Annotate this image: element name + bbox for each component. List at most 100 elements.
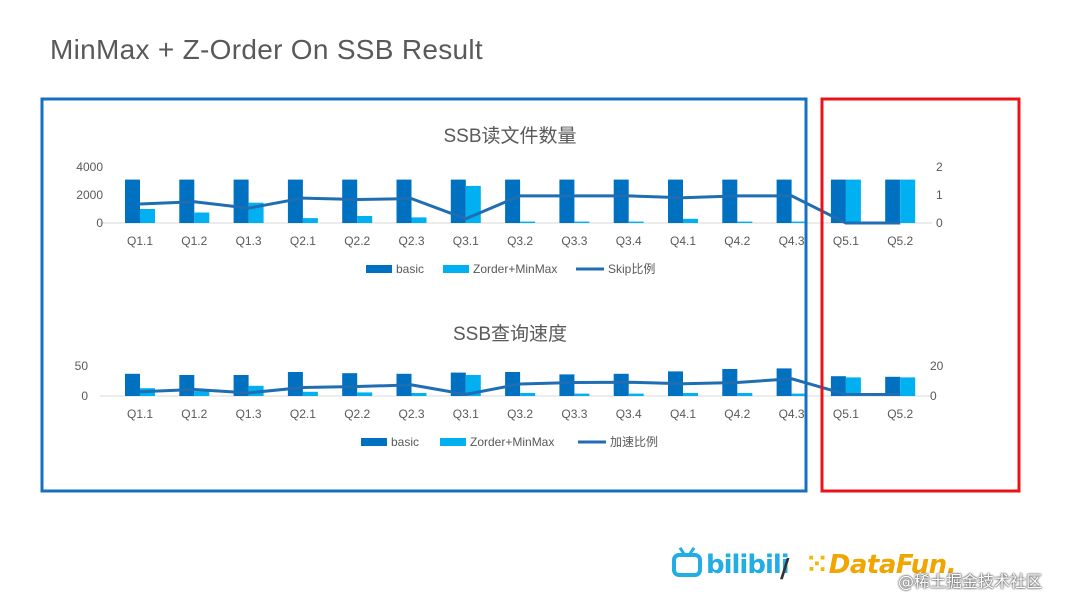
chart2-bar-zorder-minmax [900, 377, 916, 396]
chart1-bar-zorder-minmax [845, 179, 861, 223]
chart1-bar-zorder-minmax [520, 221, 536, 223]
chart2-bar-zorder-minmax [628, 393, 644, 396]
chart2-category-label: Q3.3 [561, 407, 587, 421]
chart2-bar-zorder-minmax [411, 393, 427, 396]
chart2-bar-zorder-minmax [737, 393, 753, 396]
chart1-bar-zorder-minmax [194, 212, 210, 223]
chart1-bar-basic [450, 179, 466, 223]
chart1-category-label: Q4.1 [670, 234, 696, 248]
chart2-y-left-tick: 0 [81, 389, 88, 403]
chart1-legend-swatch-basic [366, 265, 392, 273]
chart2-bar-zorder-minmax [194, 391, 210, 396]
chart1-category-label: Q4.3 [779, 234, 805, 248]
chart1-category-label: Q3.1 [453, 234, 479, 248]
chart2-line-series [139, 377, 901, 396]
chart2-legend-label-line: 加速比例 [610, 435, 658, 449]
chart2-bar-basic [885, 376, 901, 396]
chart1-category-label: Q5.2 [887, 234, 913, 248]
chart2-legend-label-basic: basic [391, 435, 419, 449]
chart1-legend-label-line: Skip比例 [608, 262, 655, 276]
chart2-bar-zorder-minmax [302, 391, 318, 396]
chart2-bar-zorder-minmax [520, 393, 536, 396]
chart1-bar-zorder-minmax [628, 221, 644, 223]
chart2-y-left-tick: 50 [75, 359, 89, 373]
chart2-y-right-tick: 20 [930, 359, 944, 373]
chart1-bar-basic [125, 179, 140, 223]
chart1-title: SSB读文件数量 [443, 125, 576, 147]
chart2-bar-zorder-minmax [845, 377, 861, 396]
chart2-category-label: Q2.1 [290, 407, 316, 421]
chart1-bar-basic [722, 179, 738, 223]
chart2-bar-basic [342, 373, 358, 396]
chart2-bar-zorder-minmax [683, 393, 698, 396]
chart1-category-label: Q1.3 [236, 234, 262, 248]
chart2-bar-basic [450, 372, 466, 396]
chart1-bar-basic [668, 179, 683, 223]
chart1-category-label: Q1.1 [127, 234, 153, 248]
chart1-y-right-tick: 1 [936, 188, 943, 202]
datafun-mark-icon: ⁙ [806, 550, 828, 580]
datafun-wordmark: DataFun. [828, 550, 957, 580]
chart1-legend-swatch-zorder [443, 265, 469, 273]
chart2-bar-zorder-minmax [791, 393, 807, 396]
chart1-y-left-tick: 0 [96, 216, 103, 230]
chart1-bar-zorder-minmax [140, 209, 155, 223]
bilibili-wordmark: bilibili [706, 550, 790, 580]
slide-title: MinMax + Z-Order On SSB Result [50, 34, 484, 65]
chart2-title: SSB查询速度 [453, 323, 567, 345]
logo-separator: / [780, 554, 790, 584]
chart2-bar-basic [287, 372, 303, 396]
bilibili-tv-icon [672, 553, 702, 577]
chart1-bar-basic [613, 179, 629, 223]
datafun-logo: ⁙ DataFun. [806, 540, 957, 590]
chart1-bar-zorder-minmax [737, 221, 753, 223]
chart1-bar-basic [559, 179, 575, 223]
chart1-bar-zorder-minmax [411, 217, 427, 223]
chart2-bar-basic [179, 375, 195, 396]
chart1-bar-zorder-minmax [900, 179, 916, 223]
chart1-category-label: Q3.4 [616, 234, 642, 248]
chart2-category-label: Q1.3 [236, 407, 262, 421]
chart1-bar-basic [885, 179, 901, 223]
chart1-category-label: Q5.1 [833, 234, 859, 248]
chart1-bar-basic [342, 179, 358, 223]
chart1-y-right-tick: 2 [936, 160, 943, 174]
chart2-category-label: Q1.1 [127, 407, 153, 421]
chart1-bar-basic [233, 179, 249, 223]
chart2-category-label: Q3.4 [616, 407, 642, 421]
chart1-category-label: Q2.1 [290, 234, 316, 248]
chart2-bar-basic [559, 374, 575, 396]
chart1-bar-zorder-minmax [574, 221, 590, 223]
watermark: @稀土掘金技术社区 [898, 572, 1043, 591]
chart2-category-label: Q1.2 [181, 407, 207, 421]
chart1-bar-basic [287, 179, 303, 223]
chart1-bar-zorder-minmax [357, 216, 373, 223]
chart2-category-label: Q5.2 [887, 407, 913, 421]
chart1-bar-basic [776, 179, 792, 223]
chart1-line-series [139, 194, 901, 225]
chart2-category-label: Q3.1 [453, 407, 479, 421]
chart1-category-label: Q3.2 [507, 234, 533, 248]
chart2-category-label: Q2.2 [344, 407, 370, 421]
chart2-category-label: Q5.1 [833, 407, 859, 421]
chart1-category-label: Q3.3 [561, 234, 587, 248]
chart2-bar-zorder-minmax [357, 392, 373, 396]
chart2-bar-basic [776, 368, 792, 396]
chart1-bar-basic [830, 179, 846, 223]
chart1-category-label: Q4.2 [724, 234, 750, 248]
chart1-bar-zorder-minmax [302, 218, 318, 223]
chart2-legend-swatch-zorder [440, 438, 466, 446]
chart1-category-label: Q2.3 [398, 234, 424, 248]
highlight-box-red [820, 97, 1021, 493]
bilibili-logo: bilibili [672, 540, 790, 590]
chart2-category-label: Q4.3 [779, 407, 805, 421]
chart1-y-right-tick: 0 [936, 216, 943, 230]
chart1-y-left-tick: 2000 [76, 188, 103, 202]
chart2-bar-basic [125, 373, 140, 396]
chart2-legend-swatch-basic [361, 438, 387, 446]
chart1-bar-basic [396, 179, 412, 223]
chart2-category-label: Q3.2 [507, 407, 533, 421]
chart2-y-right-tick: 0 [930, 389, 937, 403]
chart1-bar-basic [505, 179, 521, 223]
